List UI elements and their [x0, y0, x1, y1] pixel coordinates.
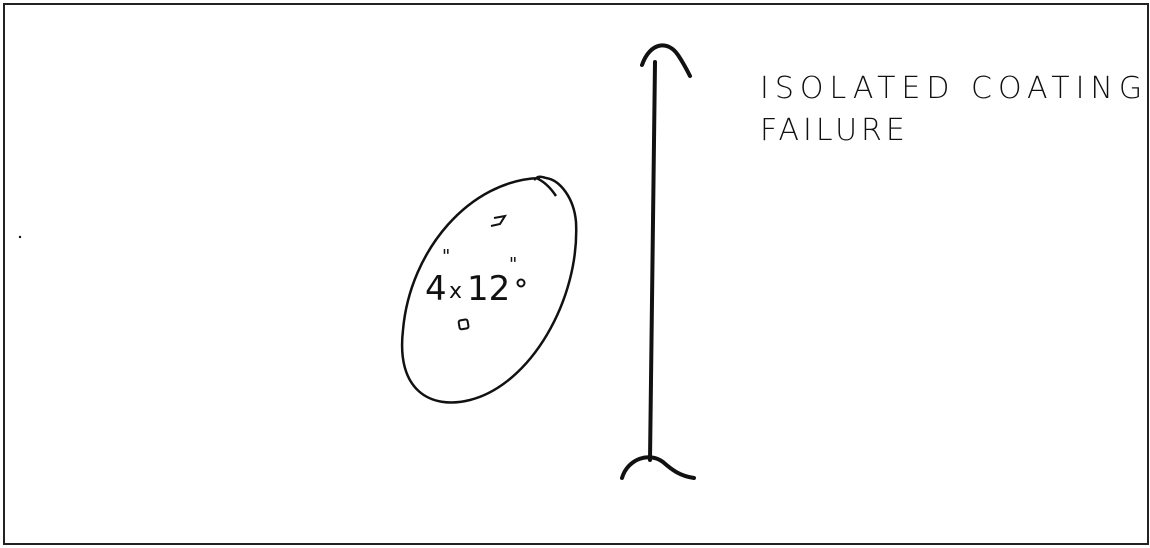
failure-note: ISOLATED COATING FAILURE [760, 71, 1148, 148]
inch-mark-width: " [442, 246, 450, 267]
pit-mark-bottom [458, 319, 468, 329]
dimension-width: 4 [425, 269, 447, 309]
bottom-curl [622, 457, 694, 478]
dimension-separator: x [449, 279, 462, 304]
note-line-1: ISOLATED COATING [760, 71, 1148, 106]
dimension-label: 4 " x 12 " [425, 246, 517, 309]
top-curl [642, 45, 690, 76]
pit-mark-right [518, 280, 525, 287]
dimension-length: 12 [467, 269, 510, 309]
note-line-2: FAILURE [760, 113, 909, 148]
pit-mark-top [491, 216, 505, 226]
stray-dot [19, 236, 21, 238]
inch-mark-length: " [509, 254, 517, 275]
pipe-line [622, 45, 694, 478]
